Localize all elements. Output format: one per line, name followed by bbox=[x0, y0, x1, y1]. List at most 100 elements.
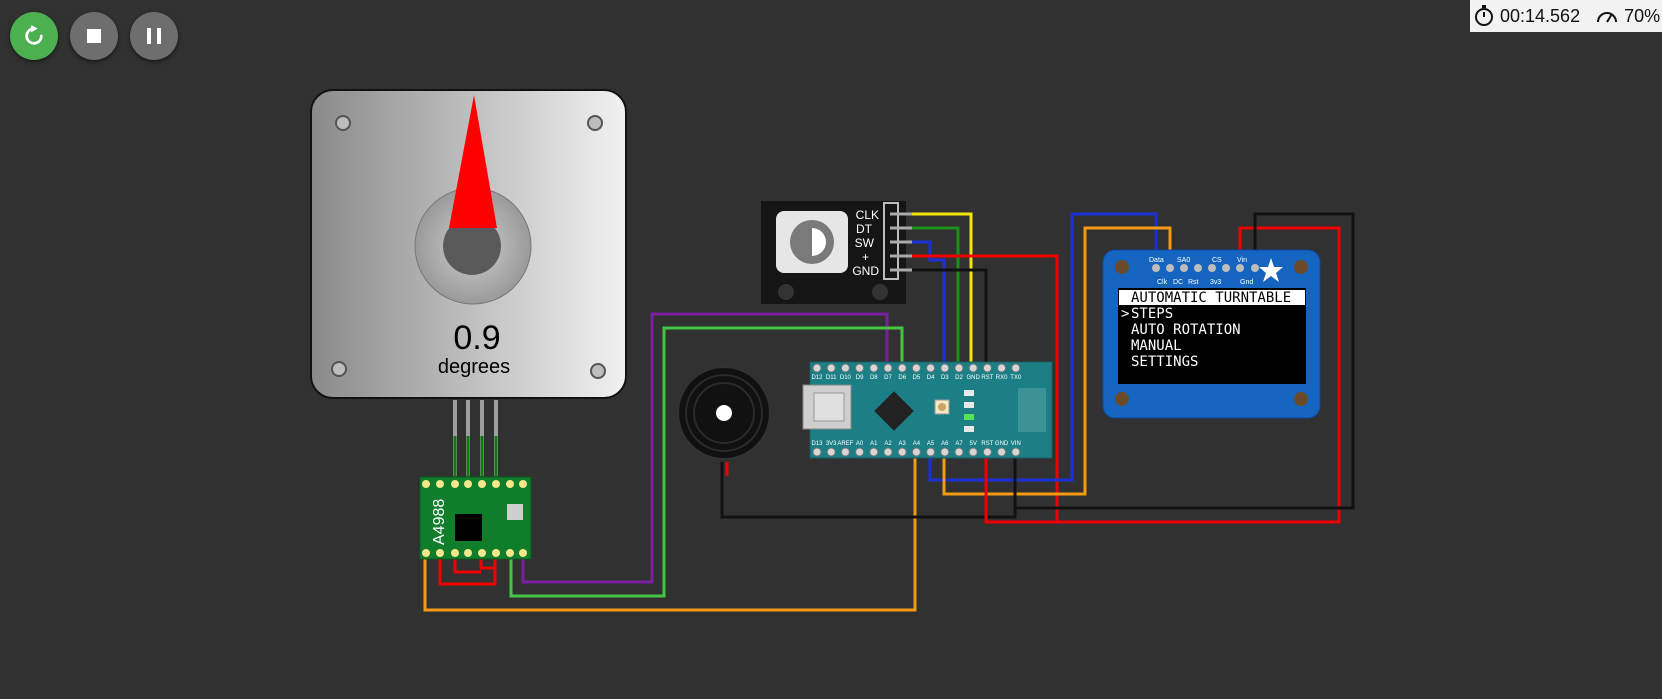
nano-pin bbox=[869, 363, 879, 373]
nano-pin bbox=[926, 447, 936, 457]
nano-bottom-pin-label: A6 bbox=[941, 441, 949, 447]
nano-pin bbox=[812, 363, 822, 373]
nano-pin bbox=[812, 447, 822, 457]
oled-pin-labels-bottom: Clk DC Rst 3v3 Gnd bbox=[1157, 279, 1253, 286]
nano-pin bbox=[897, 447, 907, 457]
oled-display[interactable]: Data SA0 CS Vin Clk DC Rst 3v3 Gnd AUTOM… bbox=[1102, 249, 1321, 419]
nano-pin bbox=[968, 447, 978, 457]
restart-icon bbox=[25, 25, 43, 45]
nano-bottom-pin-label: 5V bbox=[970, 441, 977, 447]
needle-indicator bbox=[449, 95, 497, 228]
oled-pin-dc: DC bbox=[1173, 279, 1183, 286]
pin-label-gnd: GND bbox=[852, 264, 879, 278]
stepper-motor[interactable]: 0.9 degrees bbox=[310, 89, 627, 478]
wire-orange-long bbox=[423, 452, 917, 612]
nano-pin bbox=[911, 447, 921, 457]
oled-pin-rst: Rst bbox=[1188, 279, 1199, 286]
nano-bottom-pin-label: VIN bbox=[1011, 441, 1021, 447]
nano-bottom-pin-label: A1 bbox=[870, 441, 878, 447]
stepper-leads bbox=[453, 400, 498, 478]
wires bbox=[423, 212, 1355, 612]
nano-top-pin-label: D8 bbox=[870, 375, 878, 381]
simulation-status: 00:14.562 70% bbox=[1470, 0, 1662, 32]
pin-label-plus: + bbox=[862, 250, 869, 264]
nano-pin bbox=[840, 447, 850, 457]
nano-pin bbox=[855, 363, 865, 373]
stopwatch-icon bbox=[1475, 5, 1493, 26]
oled-title: AUTOMATIC TURNTABLE bbox=[1131, 290, 1291, 306]
wire-yellow bbox=[910, 212, 973, 368]
nano-top-pin-label: D12 bbox=[811, 375, 823, 381]
oled-pins bbox=[1152, 264, 1259, 272]
mount-hole bbox=[590, 363, 606, 379]
encoder-knob-flat bbox=[812, 228, 826, 256]
nano-pin bbox=[1011, 363, 1021, 373]
buzzer-center bbox=[716, 405, 732, 421]
speedometer-icon bbox=[1597, 12, 1618, 23]
a4988-driver[interactable]: A4988 bbox=[419, 476, 532, 560]
simulation-speed: 70% bbox=[1624, 5, 1661, 26]
nano-bottom-pin-label: A5 bbox=[927, 441, 935, 447]
nano-top-pin-label: D9 bbox=[856, 375, 864, 381]
driver-pins bbox=[422, 480, 527, 557]
mount-hole bbox=[335, 115, 351, 131]
encoder-pins bbox=[890, 212, 912, 272]
angle-value: 0.9 bbox=[453, 319, 500, 357]
wire-purple bbox=[521, 312, 889, 584]
oled-cursor: > bbox=[1121, 306, 1129, 322]
oled-pin-3v3: 3v3 bbox=[1210, 279, 1221, 286]
buzzer[interactable] bbox=[677, 366, 771, 460]
driver-label: A4988 bbox=[431, 499, 448, 545]
nano-pin bbox=[968, 363, 978, 373]
nano-pin bbox=[997, 363, 1007, 373]
encoder-pin-labels: CLK DT SW + GND bbox=[852, 208, 879, 278]
angle-unit: degrees bbox=[438, 356, 510, 378]
oled-pin-sa0: SA0 bbox=[1177, 257, 1190, 264]
nano-bottom-pin-label: A7 bbox=[955, 441, 963, 447]
oled-title-highlight bbox=[1119, 290, 1305, 305]
nano-top-pin-label: GND bbox=[967, 375, 981, 381]
nano-leds bbox=[964, 390, 974, 432]
nano-pin bbox=[982, 363, 992, 373]
nano-pin bbox=[954, 363, 964, 373]
nano-pins bbox=[812, 363, 1021, 457]
stop-button[interactable] bbox=[70, 12, 118, 60]
oled-menu-item: STEPS bbox=[1131, 306, 1173, 322]
oled-menu-item: SETTINGS bbox=[1131, 354, 1198, 370]
pause-icon bbox=[147, 28, 161, 44]
oled-pin-data: Data bbox=[1149, 257, 1164, 264]
wire-black-buzzer bbox=[720, 452, 1017, 519]
pin-label-clk: CLK bbox=[856, 208, 879, 222]
nano-pin bbox=[826, 363, 836, 373]
rotary-encoder[interactable]: CLK DT SW + GND bbox=[761, 201, 912, 304]
nano-pin bbox=[954, 447, 964, 457]
nano-top-pin-label: D3 bbox=[941, 375, 949, 381]
nano-top-pin-label: D6 bbox=[898, 375, 906, 381]
nano-top-pin-label: TX0 bbox=[1010, 375, 1022, 381]
wire-red-oled bbox=[984, 226, 1341, 524]
pause-button[interactable] bbox=[130, 12, 178, 60]
nano-bottom-pin-label: D13 bbox=[811, 441, 823, 447]
encoder-hole bbox=[778, 284, 794, 300]
nano-top-pin-label: D2 bbox=[955, 375, 963, 381]
restart-button[interactable] bbox=[10, 12, 58, 60]
pin-label-sw: SW bbox=[855, 236, 875, 250]
nano-pin bbox=[883, 363, 893, 373]
nano-pin bbox=[982, 447, 992, 457]
nano-pin bbox=[883, 447, 893, 457]
driver-chip bbox=[455, 514, 482, 541]
nano-pin bbox=[1011, 447, 1021, 457]
encoder-hole bbox=[872, 284, 888, 300]
wire-blue-oled bbox=[928, 212, 1158, 482]
pin-label-dt: DT bbox=[856, 222, 873, 236]
oled-menu-item: MANUAL bbox=[1131, 338, 1182, 354]
wire-green-dark bbox=[910, 226, 960, 368]
mount-hole bbox=[331, 361, 347, 377]
wire-black-gnd bbox=[910, 268, 988, 368]
nano-pin bbox=[926, 363, 936, 373]
nano-bottom-pin-label: 3V3 bbox=[826, 441, 837, 447]
nano-mcu bbox=[874, 391, 914, 431]
